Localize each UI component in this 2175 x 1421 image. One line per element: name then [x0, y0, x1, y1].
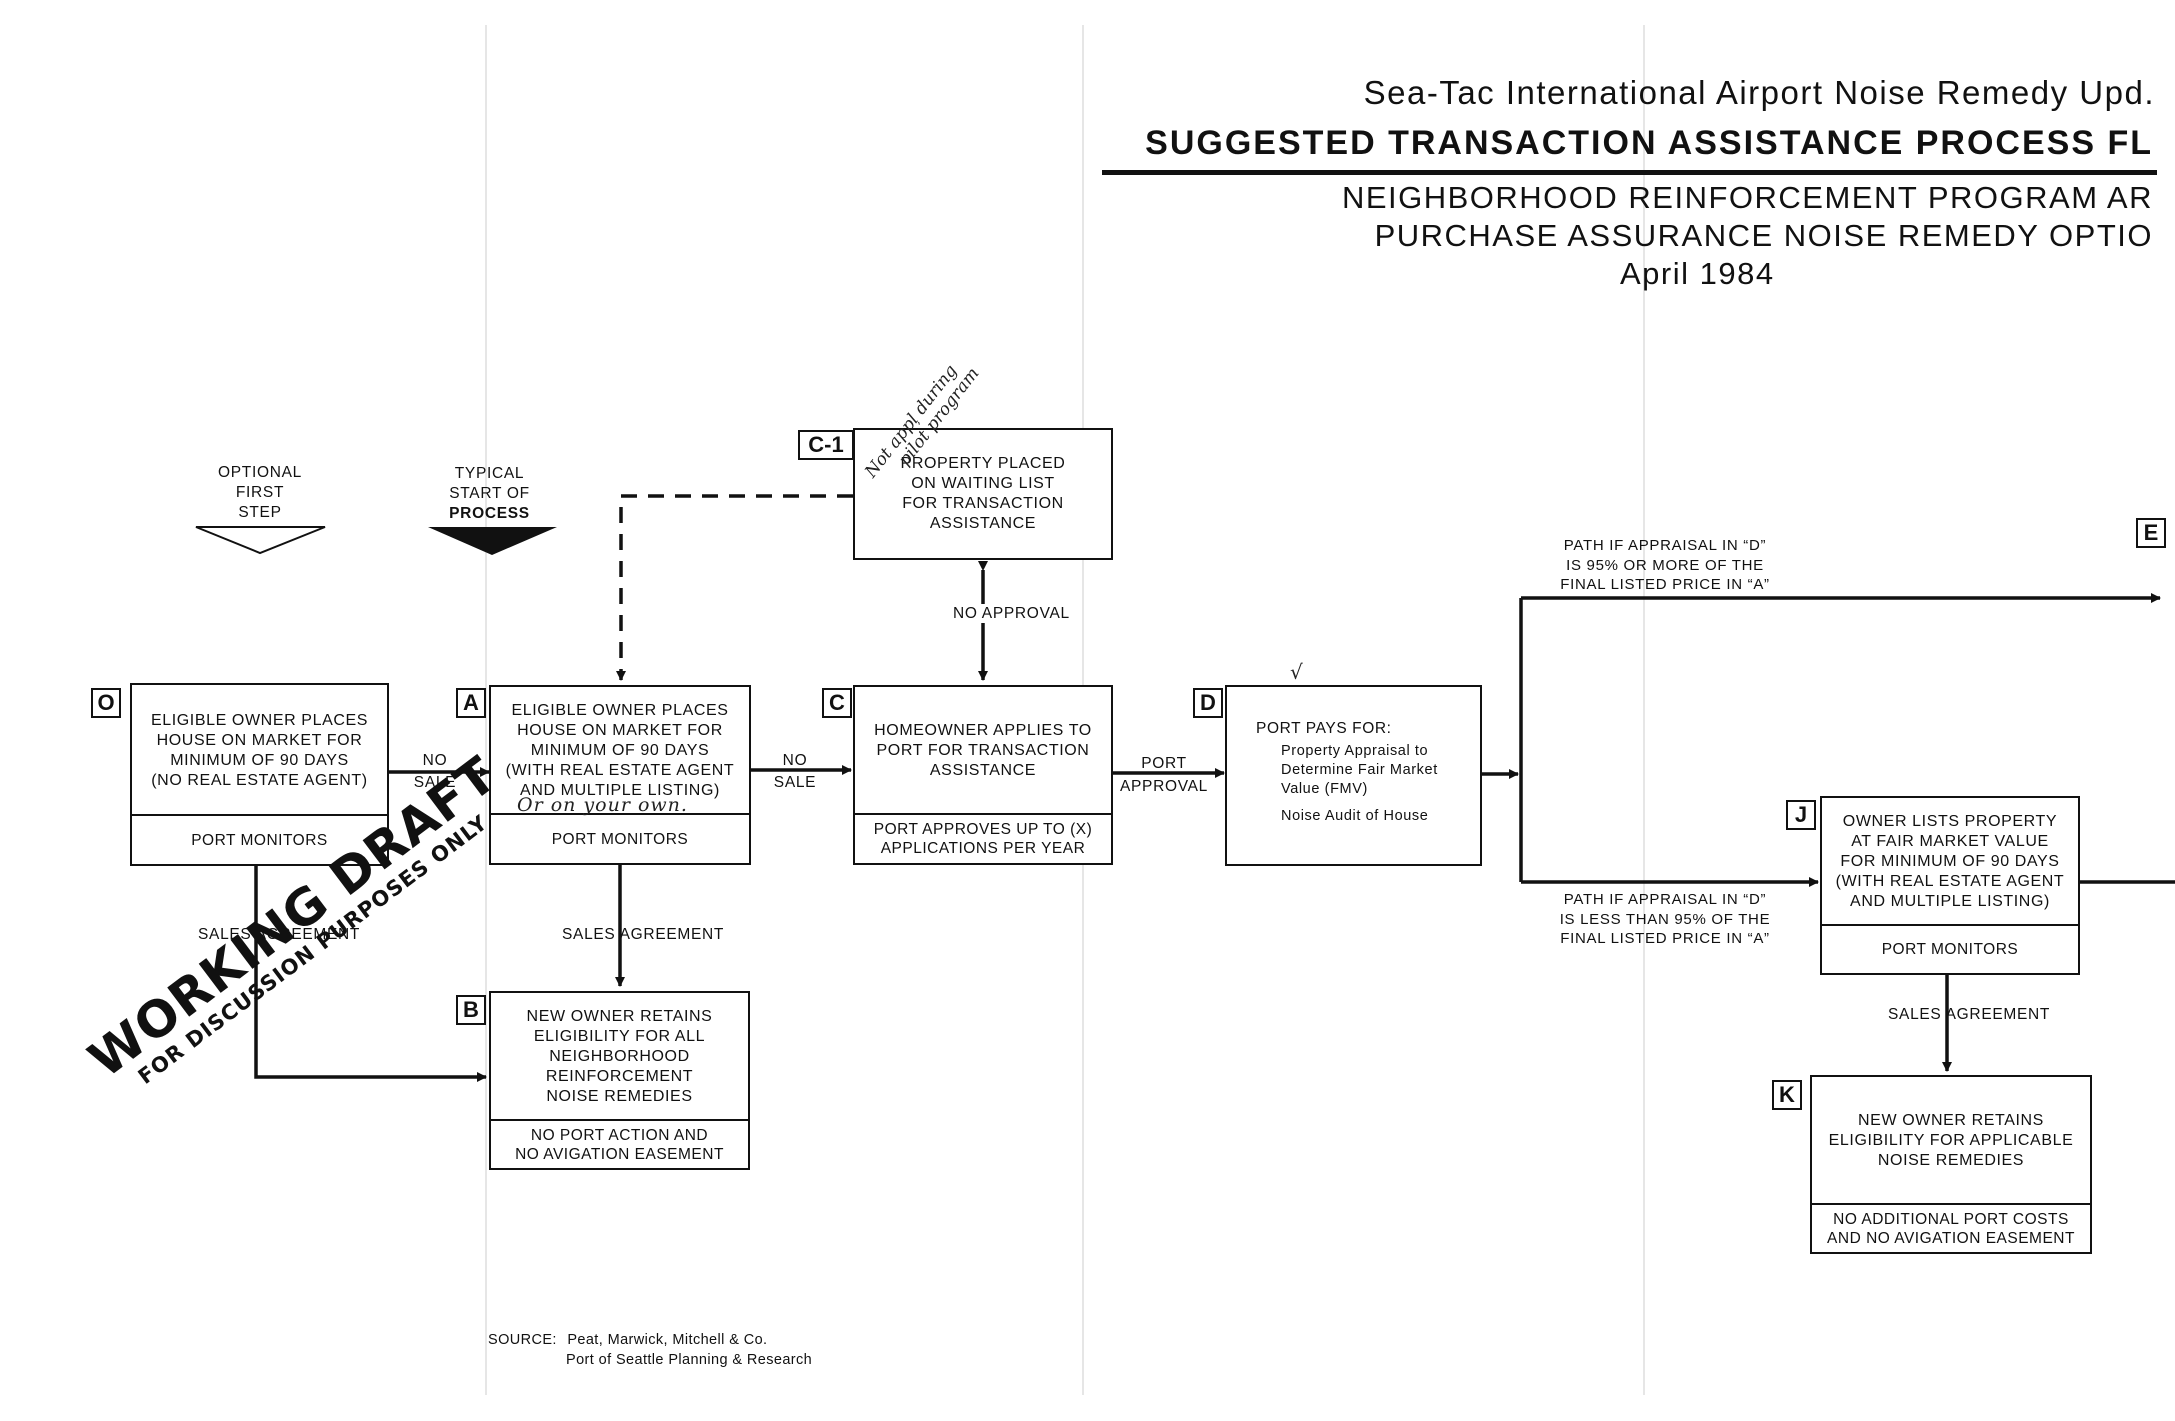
box-o-foot: PORT MONITORS — [132, 814, 387, 864]
subtitle-2: PURCHASE ASSURANCE NOISE REMEDY OPTIO — [1374, 218, 2153, 253]
page-title: SUGGESTED TRANSACTION ASSISTANCE PROCESS… — [1145, 124, 2153, 162]
checkmark: √ — [1290, 660, 1303, 684]
header-line1: Sea-Tac International Airport Noise Reme… — [1363, 74, 2155, 111]
label-path-high: PATH IF APPRAISAL IN “D”IS 95% OR MORE O… — [1560, 537, 1770, 593]
edge-o-to-b — [254, 864, 487, 1082]
subtitle-1: NEIGHBORHOOD REINFORCEMENT PROGRAM AR — [1341, 180, 2153, 215]
label-no-approval: NO APPROVAL — [953, 604, 1070, 623]
label-path-low: PATH IF APPRAISAL IN “D”IS LESS THAN 95%… — [1559, 891, 1771, 947]
optional-start-marker — [195, 526, 326, 555]
label-sales-agreement-o: SALES AGREEMENT — [198, 926, 361, 943]
source-label: SOURCE: — [488, 1332, 557, 1348]
label-sales-agreement-j: SALES AGREEMENT — [1888, 1006, 2051, 1023]
tag-d: D — [1193, 688, 1223, 718]
tag-b: B — [456, 995, 486, 1025]
box-a-foot: PORT MONITORS — [491, 813, 749, 863]
tag-c: C — [822, 688, 852, 718]
source-note: SOURCE: Peat, Marwick, Mitchell & Co. Po… — [488, 1330, 812, 1370]
label-sales-agreement-a: SALES AGREEMENT — [562, 926, 725, 943]
edge-c1-to-a-dashed — [616, 494, 853, 681]
box-d-heading: PORT PAYS FOR: — [1256, 720, 1392, 737]
tag-a: A — [456, 688, 486, 718]
source-line1: Peat, Marwick, Mitchell & Co. — [567, 1332, 768, 1348]
tag-o: O — [91, 688, 121, 718]
tag-e: E — [2136, 518, 2166, 548]
handwritten-note-a: Or on your own. — [517, 794, 688, 816]
box-c-foot: PORT APPROVES UP TO (X)APPLICATIONS PER … — [855, 813, 1111, 863]
title-rule — [1102, 170, 2157, 175]
typical-start-marker — [428, 527, 557, 555]
box-j-foot: PORT MONITORS — [1822, 924, 2078, 973]
tag-k: K — [1772, 1080, 1802, 1110]
fold-line — [1643, 25, 1645, 1395]
box-d-bullet-2: Noise Audit of House — [1281, 808, 1429, 824]
source-line2: Port of Seattle Planning & Research — [566, 1352, 813, 1368]
header-date: April 1984 — [1620, 256, 1775, 291]
fold-line — [485, 25, 487, 1395]
tag-c1: C-1 — [798, 430, 854, 460]
tag-j: J — [1786, 800, 1816, 830]
